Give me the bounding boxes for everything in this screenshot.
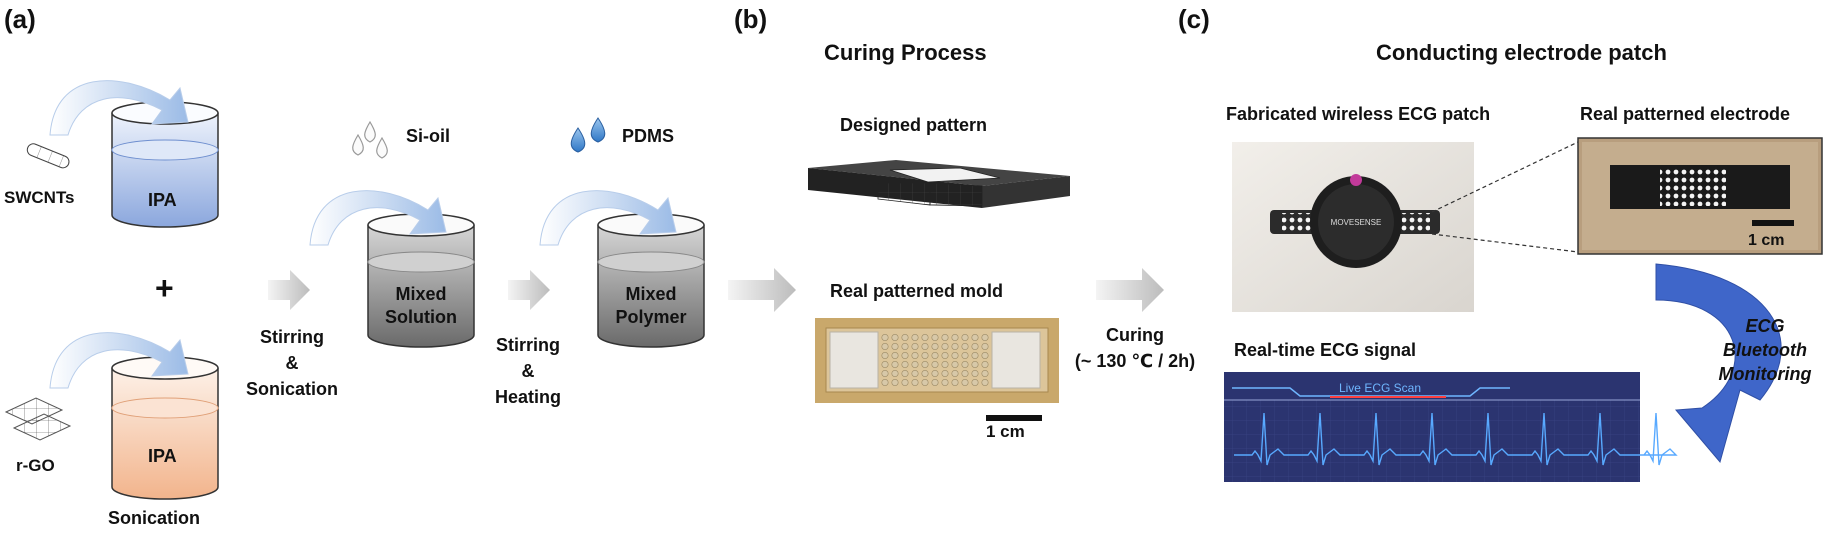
ecg-bluetooth-monitoring-label: ECG Bluetooth Monitoring [1695, 314, 1835, 386]
designed-pattern-label: Designed pattern [840, 115, 988, 135]
mixed-solution-label: Mixed Solution [371, 283, 471, 329]
plus-sign: + [155, 270, 174, 306]
stirring-sonication-line1: Stirring [259, 327, 324, 347]
mixed-solution-line1: Mixed [395, 284, 447, 304]
curved-arrow-polymer [539, 190, 677, 246]
mixed-polymer-beaker [597, 213, 705, 348]
scale-label-b: 1 cm [986, 422, 1025, 441]
curved-blue-arrow [1655, 263, 1782, 464]
designed-pattern-3d-mold [808, 160, 1070, 208]
fabricated-ecg-patch-photo [1232, 142, 1474, 312]
ecg-trace [1234, 412, 1678, 466]
mixed-polymer-line1: Mixed [625, 284, 677, 304]
process-arrow-3 [728, 268, 796, 312]
ipa-label-top: IPA [148, 190, 177, 210]
live-ecg-scan-label: Live ECG Scan [1339, 381, 1421, 395]
rgo-sheet-icon [4, 397, 72, 441]
stirring-heating-label: Stirring & Heating [468, 332, 588, 410]
pdms-droplets-icon [570, 117, 606, 153]
device-brand-label: MOVESENSE [1331, 218, 1382, 227]
real-electrode-photo [1577, 137, 1823, 255]
curved-arrow-bottom [49, 332, 189, 389]
process-arrow-4 [1096, 268, 1164, 312]
scale-bar-b [986, 415, 1042, 421]
stirring-sonication-line3: Sonication [245, 379, 338, 399]
scale-label-c: 1 cm [1748, 232, 1785, 249]
process-arrow-2 [508, 270, 550, 310]
curved-arrow-solution [309, 190, 447, 246]
fabricated-patch-label: Fabricated wireless ECG patch [1226, 104, 1491, 124]
swcnt-tube-icon [26, 143, 70, 169]
si-oil-label: Si-oil [406, 126, 450, 146]
ipa-beaker-top [111, 101, 219, 228]
stirring-heating-line2: & [521, 361, 535, 381]
ecg-monitor-screen [1224, 372, 1678, 482]
scale-bar-c [1752, 220, 1794, 226]
mixed-solution-line2: Solution [385, 307, 457, 327]
mixed-solution-beaker [367, 213, 475, 348]
mixed-polymer-label: Mixed Polymer [601, 283, 701, 329]
panel-a-letter: (a) [4, 4, 36, 34]
panel-c-title: Conducting electrode patch [1376, 40, 1667, 65]
swcnts-label: SWCNTs [4, 188, 75, 207]
curing-line1: Curing [1106, 325, 1164, 345]
stirring-sonication-label: Stirring & Sonication [232, 324, 352, 402]
panel-b-letter: (b) [734, 4, 768, 34]
curing-label: Curing (~ 130 ℃ / 2h) [1060, 322, 1210, 374]
panel-c-letter: (c) [1178, 4, 1210, 34]
stirring-sonication-line2: & [285, 353, 299, 373]
rgo-label: r-GO [16, 456, 55, 475]
ipa-label-bottom: IPA [148, 446, 177, 466]
si-oil-droplets-icon [352, 120, 388, 159]
panel-b-title: Curing Process [824, 40, 987, 65]
ipa-beaker-bottom [111, 356, 219, 500]
monitoring-line3: Monitoring [1718, 364, 1812, 384]
sonication-label: Sonication [108, 508, 201, 528]
real-electrode-label: Real patterned electrode [1580, 104, 1791, 124]
curved-arrow-top [49, 80, 189, 136]
pdms-label: PDMS [622, 126, 675, 146]
zoom-lines [1431, 141, 1579, 253]
monitoring-line1: ECG [1745, 316, 1785, 336]
mixed-polymer-line2: Polymer [615, 307, 687, 327]
stirring-heating-line3: Heating [494, 387, 561, 407]
monitoring-line2: Bluetooth [1723, 340, 1807, 360]
real-time-ecg-label: Real-time ECG signal [1234, 340, 1417, 360]
real-patterned-mold-label: Real patterned mold [830, 281, 1004, 301]
stirring-heating-line1: Stirring [495, 335, 560, 355]
real-patterned-mold-photo [815, 318, 1059, 403]
curing-line2: (~ 130 ℃ / 2h) [1074, 351, 1196, 371]
process-arrow-1 [268, 270, 310, 310]
